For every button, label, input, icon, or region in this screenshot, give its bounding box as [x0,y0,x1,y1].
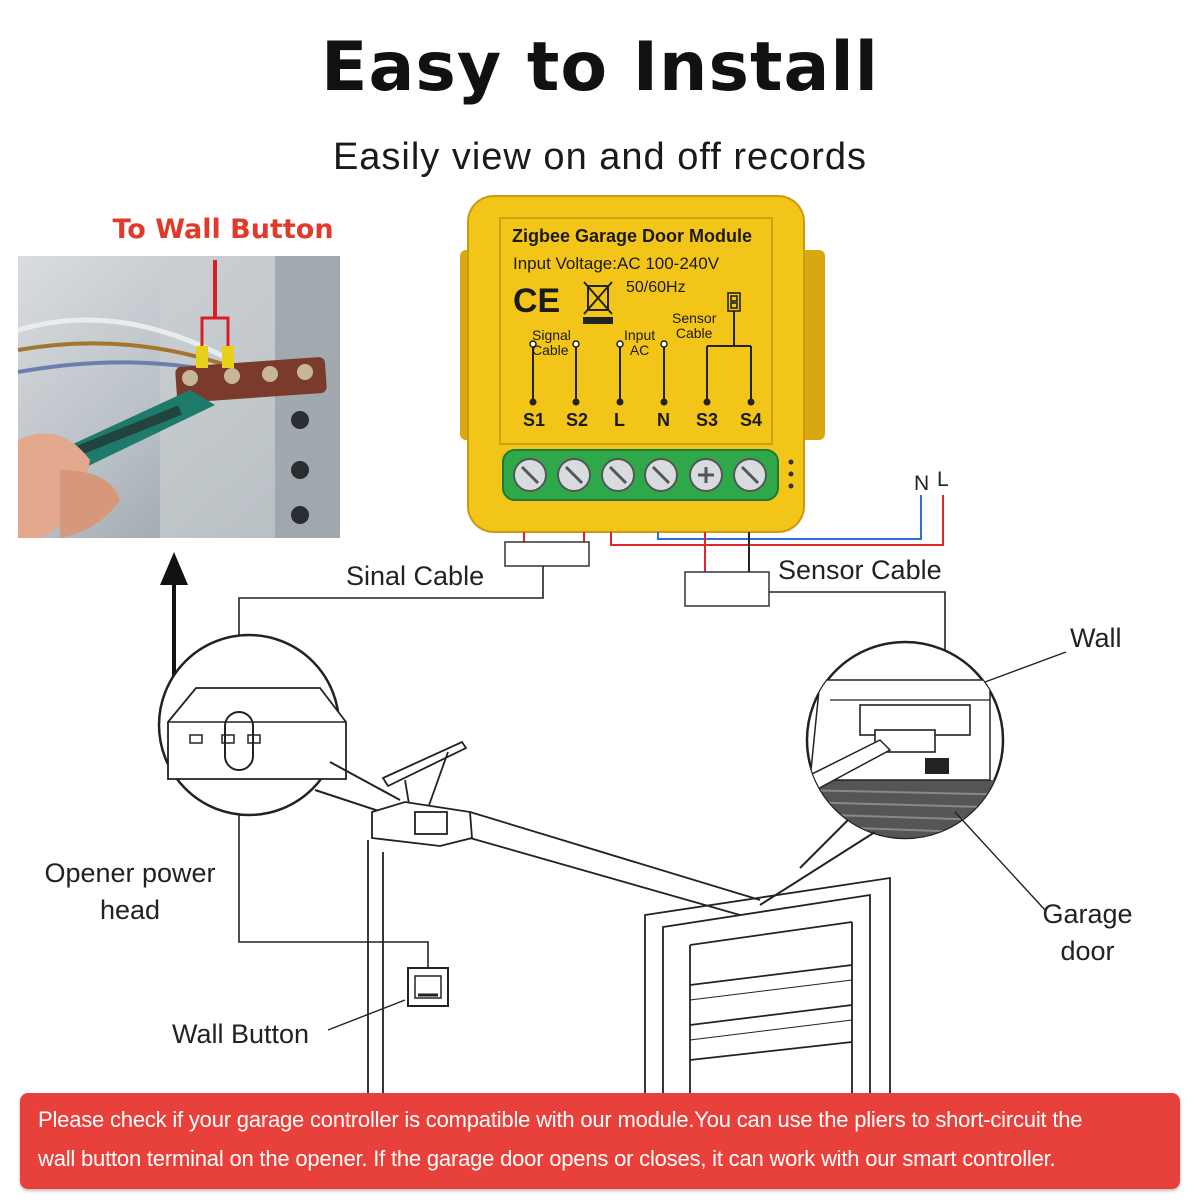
power-n-label: N [914,472,930,495]
module-wires [523,495,944,572]
terminal-s2: S2 [566,410,589,430]
wall-label: Wall [1070,623,1122,653]
wall-button-label: Wall Button [172,1019,310,1049]
terminal-screws [513,458,767,492]
sensor-magnifier [759,640,1005,906]
terminal-s1: S1 [523,410,546,430]
module-voltage: Input Voltage:AC 100-240V [513,254,720,273]
up-arrow [160,552,188,685]
sinal-cable-label: Sinal Cable [346,561,485,591]
notice-line-2: wall button terminal on the opener. If t… [38,1146,1056,1171]
wall-button-photo [17,256,340,538]
power-l-label: L [937,468,949,491]
terminal-s4: S4 [740,410,763,430]
opener-magnifier [157,633,401,817]
sensor-cable-label: Sensor Cable [778,555,942,585]
weee-icon [583,281,613,324]
garage-drawing [367,740,891,1093]
sensor-connector [684,571,770,607]
zigbee-module [460,195,825,533]
photo-caption: To Wall Button [112,214,334,245]
terminal-l: L [614,410,625,430]
wall-button-box [407,967,449,1007]
terminal-n: N [657,410,670,430]
module-name: Zigbee Garage Door Module [512,226,753,246]
ce-mark: CE [513,282,561,320]
page-subtitle: Easily view on and off records [332,136,868,178]
module-frequency: 50/60Hz [626,279,686,296]
notice-line-1: Please check if your garage controller i… [38,1107,1083,1132]
terminal-s3: S3 [696,410,719,430]
compatibility-notice: Please check if your garage controller i… [20,1093,1180,1189]
signal-connector [504,541,590,567]
page-title: Easy to Install [321,28,879,107]
